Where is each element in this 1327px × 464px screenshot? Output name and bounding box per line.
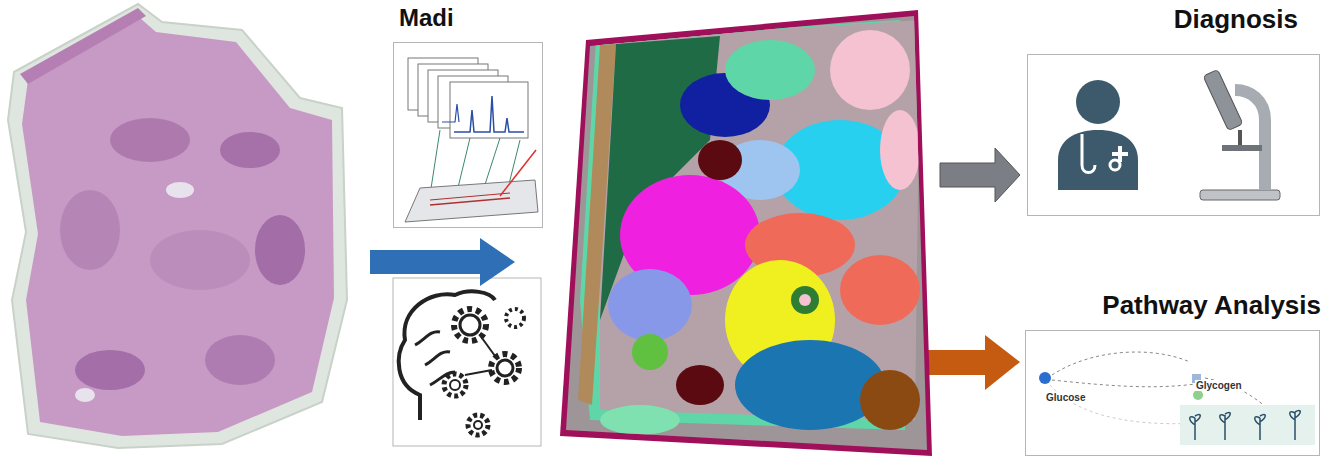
node-box: Pathway AnalysisGlucose Glycogen <box>1025 288 1325 458</box>
ms-imaging-sketch <box>405 58 538 222</box>
node-box: Madi <box>393 2 543 228</box>
pathway-label: Glucose <box>1045 392 1086 403</box>
doctor-microscope-icons <box>1058 69 1280 200</box>
arrow-gray <box>940 148 1020 202</box>
arrow-blue <box>370 238 515 286</box>
box-heading: Madi <box>393 2 543 35</box>
box-frame <box>393 42 543 228</box>
box-heading: Diagnosis <box>1027 2 1320 37</box>
tissue-section <box>8 4 347 448</box>
node-box: Diagnosis <box>1027 2 1320 216</box>
pathway-label: Glycogen <box>1195 380 1243 391</box>
machine-learning-icon <box>393 278 541 446</box>
segmentation-map <box>550 0 950 464</box>
box-frame <box>1027 54 1320 216</box>
pathway-sketch <box>1039 352 1315 445</box>
box-heading: Pathway Analysis <box>1025 288 1325 323</box>
